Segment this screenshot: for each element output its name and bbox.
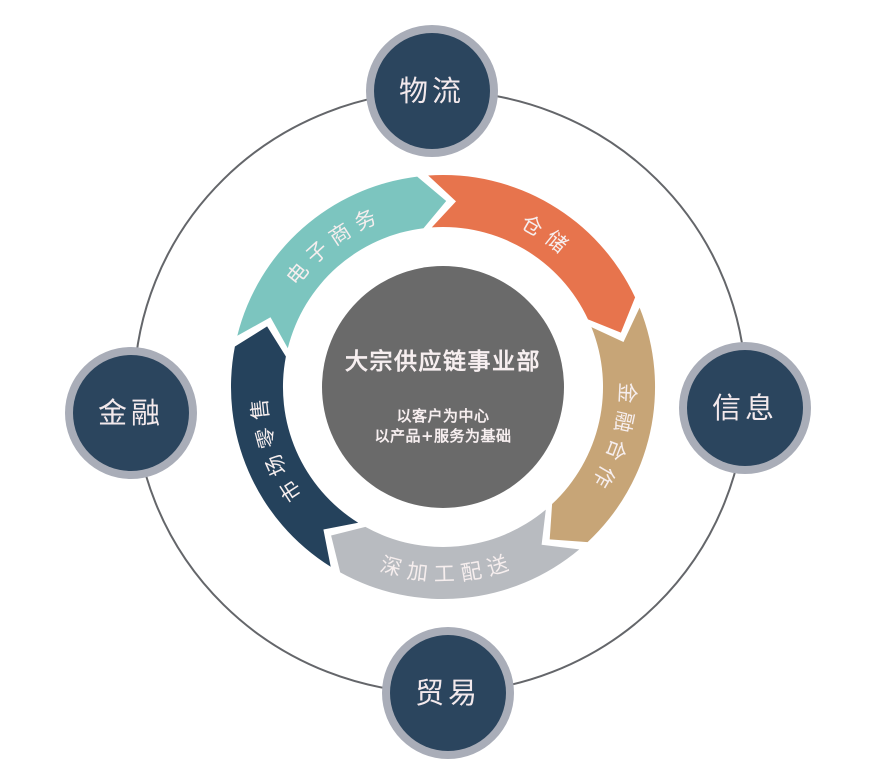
node-circle <box>390 635 506 751</box>
center-circle <box>322 266 564 508</box>
node-label-finance: 金融 <box>98 396 164 430</box>
segment-processing-distribution <box>331 509 580 600</box>
node-circle <box>687 350 803 466</box>
segment-e-commerce <box>237 176 447 349</box>
segment-financial-cooperation <box>549 307 656 543</box>
center-subtitle-line1: 以客户为中心 <box>396 407 489 425</box>
node-label-information: 信息 <box>712 391 778 425</box>
segment-market-retail <box>230 326 359 567</box>
node-label-trade: 贸易 <box>415 676 481 710</box>
node-information: 信息 <box>679 342 811 474</box>
center-title: 大宗供应链事业部 <box>345 348 541 375</box>
segment-warehousing <box>428 174 636 333</box>
node-logistics: 物流 <box>366 25 498 157</box>
node-trade: 贸易 <box>382 627 514 759</box>
center-hub: 大宗供应链事业部 以客户为中心 以产品+服务为基础 <box>322 266 564 508</box>
node-finance: 金融 <box>65 347 197 479</box>
node-circle <box>73 355 189 471</box>
center-subtitle-line2: 以产品+服务为基础 <box>374 427 511 445</box>
node-circle <box>374 33 490 149</box>
node-label-logistics: 物流 <box>399 74 465 108</box>
